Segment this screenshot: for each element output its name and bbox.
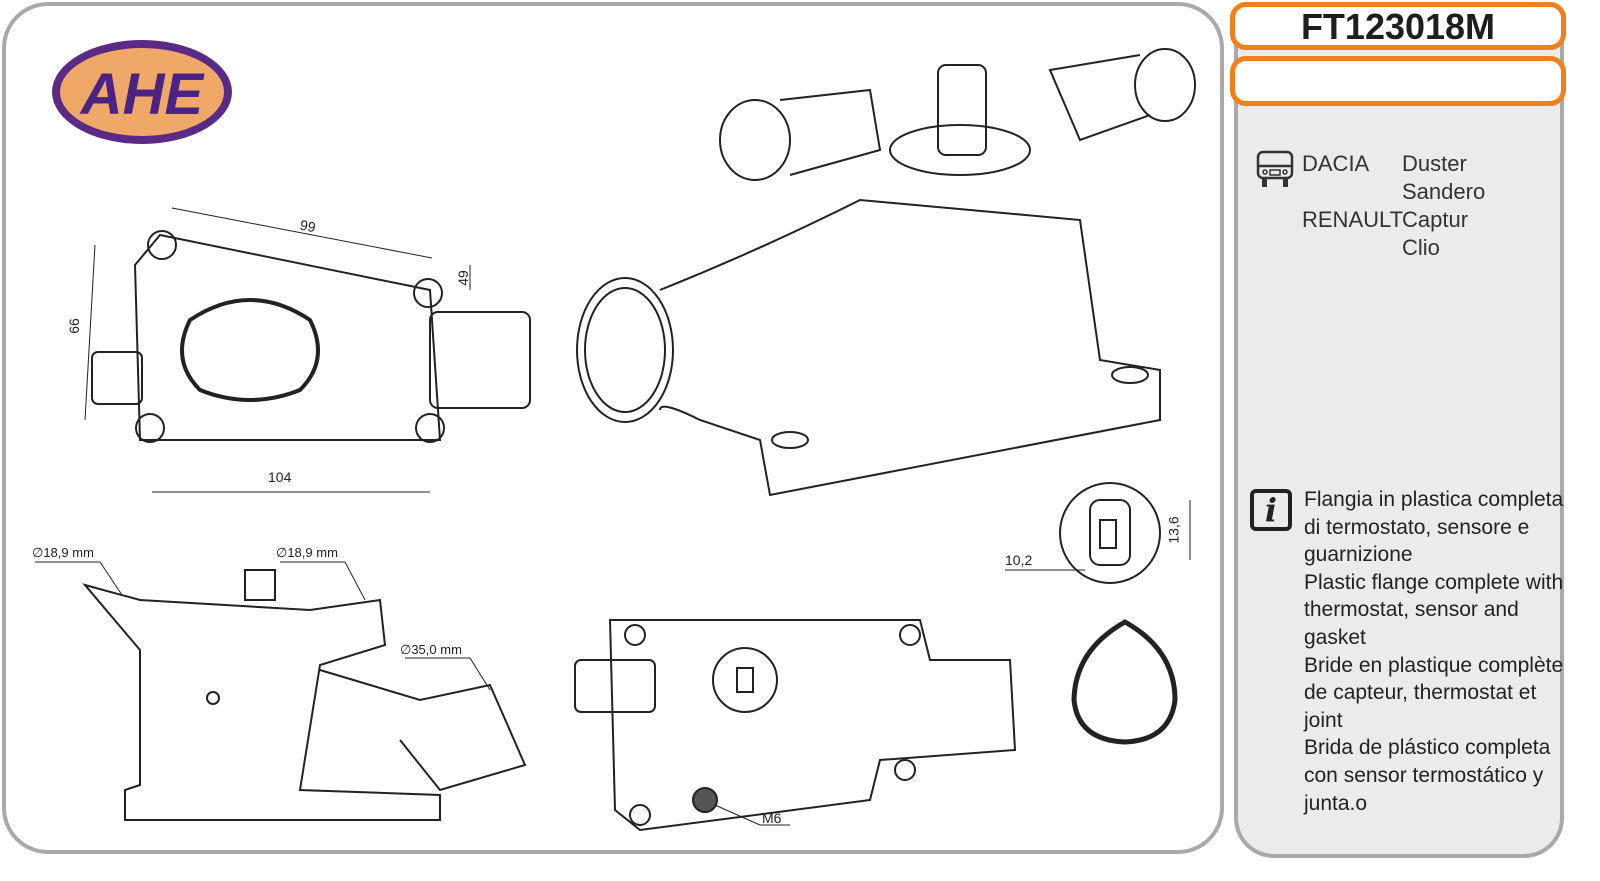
dim-pipe-b: ∅18,9 mm xyxy=(276,545,338,560)
description-en: Plastic flange complete with thermostat,… xyxy=(1304,570,1564,649)
dim-thread: M6 xyxy=(762,810,782,826)
model: Sandero xyxy=(1402,179,1486,204)
application-row: DACIA Duster xyxy=(1256,150,1485,178)
dim-height-left: 66 xyxy=(65,318,82,334)
technical-drawings: AHE xyxy=(35,40,1196,832)
side-view-drawing xyxy=(35,561,527,821)
description-it: Flangia in plastica completa di termosta… xyxy=(1304,488,1564,567)
dim-bottom-width: 104 xyxy=(268,469,292,485)
dim-pipe-a: ∅18,9 mm xyxy=(32,545,94,560)
application-row: Clio xyxy=(1256,234,1485,262)
application-row: Sandero xyxy=(1256,178,1485,206)
gasket-drawing xyxy=(1071,619,1178,745)
perspective-drawing xyxy=(576,48,1196,497)
model: Clio xyxy=(1402,235,1440,260)
top-view-drawing xyxy=(84,207,531,493)
info-icon: i xyxy=(1250,489,1292,531)
bottom-view-drawing xyxy=(574,619,1017,832)
dim-pipe-c: ∅35,0 mm xyxy=(400,642,462,657)
connector-detail xyxy=(1005,482,1191,584)
dim-height-right: 49 xyxy=(454,270,471,286)
dim-top-width: 99 xyxy=(298,216,317,236)
make: RENAULT xyxy=(1302,207,1404,232)
dim-connector-height: 13,6 xyxy=(1165,516,1182,544)
info-panel xyxy=(1234,40,1564,858)
dim-connector-width: 10,2 xyxy=(1005,552,1033,568)
make: DACIA xyxy=(1302,151,1370,176)
model: Captur xyxy=(1402,207,1469,232)
svg-text:AHE: AHE xyxy=(79,62,206,127)
description: i Flangia in plastica completa di termos… xyxy=(1250,486,1564,817)
product-subtitle-box xyxy=(1230,56,1566,106)
ahe-logo: AHE xyxy=(52,40,232,144)
product-code: FT123018M xyxy=(1230,2,1566,50)
vehicle-icon xyxy=(1256,150,1294,187)
model: Duster xyxy=(1402,151,1467,176)
description-es: Brida de plástico completa con sensor te… xyxy=(1304,736,1551,815)
description-fr: Bride en plastique complète de capteur, … xyxy=(1304,653,1564,732)
